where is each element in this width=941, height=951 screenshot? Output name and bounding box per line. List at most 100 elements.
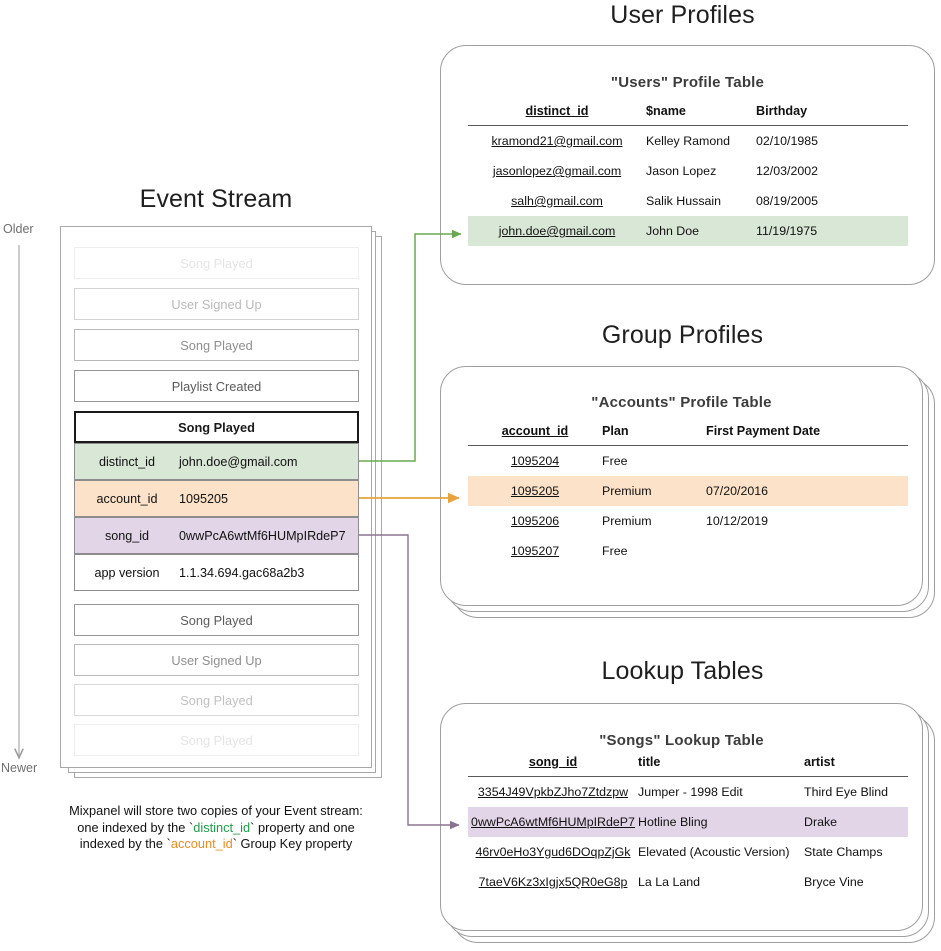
event-row[interactable]: Song Played — [74, 724, 359, 756]
property-value: 0wwPcA6wtMf6HUMpIRdeP7 — [179, 528, 346, 543]
caption-text: ` property and one — [250, 819, 355, 835]
songs-table: song_id title artist 3354J49VpkbZJho7Ztd… — [468, 755, 908, 897]
cell-artist: Bryce Vine — [804, 875, 864, 889]
column-header-plan: Plan — [602, 424, 629, 438]
table-row[interactable]: 46rv0eHo3Ygud6DOqpZjGk Elevated (Acousti… — [468, 837, 908, 867]
event-row[interactable]: Song Played — [74, 247, 359, 279]
table-row-highlighted[interactable]: john.doe@gmail.com John Doe 11/19/1975 — [468, 216, 908, 246]
property-value: john.doe@gmail.com — [179, 454, 298, 469]
cell-title: La La Land — [638, 875, 701, 889]
accounts-table-title: "Accounts" Profile Table — [591, 394, 772, 411]
users-table-title: "Users" Profile Table — [610, 74, 765, 91]
event-row[interactable]: User Signed Up — [74, 644, 359, 676]
user-profiles-title: User Profiles — [610, 1, 755, 29]
cell-distinct-id: john.doe@gmail.com — [468, 216, 646, 246]
cell-title: Jumper - 1998 Edit — [638, 785, 743, 799]
column-header-name: $name — [646, 104, 686, 118]
cell-title: Hotline Bling — [638, 807, 804, 837]
caption-text: one indexed by the ` — [77, 819, 194, 835]
time-axis-older-label: Older — [3, 222, 34, 236]
event-stream-title: Event Stream — [139, 185, 293, 213]
property-key: app version — [94, 565, 160, 580]
event-property-song-id[interactable]: song_id 0wwPcA6wtMf6HUMpIRdeP7 — [74, 517, 359, 554]
lookup-tables-title: Lookup Tables — [601, 657, 764, 685]
caption-text: ` Group Key property — [232, 836, 353, 851]
cell-account-id: 1095207 — [510, 544, 560, 558]
cell-plan: Free — [602, 454, 628, 468]
column-header-account-id: account_id — [501, 424, 569, 438]
event-row[interactable]: Song Played — [74, 684, 359, 716]
cell-name: Jason Lopez — [646, 164, 717, 178]
users-table: distinct_id $name Birthday kramond21@gma… — [468, 104, 908, 246]
property-key: distinct_id — [98, 454, 155, 469]
songs-table-title: "Songs" Lookup Table — [599, 732, 764, 749]
cell-song-id: 0wwPcA6wtMf6HUMpIRdeP7 — [468, 807, 638, 837]
caption-line-2: one indexed by the `distinct_id` propert… — [36, 820, 396, 837]
table-row[interactable]: salh@gmail.com Salik Hussain 08/19/2005 — [468, 186, 908, 216]
cell-account-id: 1095206 — [510, 514, 560, 528]
event-property-distinct-id[interactable]: distinct_id john.doe@gmail.com — [74, 443, 359, 480]
cell-song-id: 46rv0eHo3Ygud6DOqpZjGk — [475, 845, 631, 859]
cell-distinct-id: kramond21@gmail.com — [491, 134, 623, 148]
caption-line-1: Mixpanel will store two copies of your E… — [69, 803, 363, 818]
cell-name: John Doe — [646, 216, 756, 246]
table-row-highlighted[interactable]: 0wwPcA6wtMf6HUMpIRdeP7 Hotline Bling Dra… — [468, 807, 908, 837]
cell-name: Salik Hussain — [646, 194, 722, 208]
table-row[interactable]: jasonlopez@gmail.com Jason Lopez 12/03/2… — [468, 156, 908, 186]
cell-birthday: 02/10/1985 — [756, 134, 819, 148]
cell-song-id: 7taeV6Kz3xIgjx5QR0eG8p — [478, 875, 628, 889]
property-value: 1095205 — [179, 491, 229, 506]
table-row[interactable]: 7taeV6Kz3xIgjx5QR0eG8p La La Land Bryce … — [468, 867, 908, 897]
cell-first-payment-date — [706, 536, 908, 566]
caption-line-3: indexed by the `account_id` Group Key pr… — [36, 836, 396, 853]
column-header-first-payment-date: First Payment Date — [706, 424, 821, 438]
cell-account-id: 1095204 — [510, 454, 560, 468]
caption-distinct-id-token: distinct_id — [193, 819, 251, 835]
cell-first-payment-date — [706, 446, 908, 477]
event-row[interactable]: Song Played — [74, 604, 359, 636]
property-key: song_id — [104, 528, 150, 543]
table-row-highlighted[interactable]: 1095205 Premium 07/20/2016 — [468, 476, 908, 506]
table-row[interactable]: 1095206 Premium 10/12/2019 — [468, 506, 908, 536]
cell-distinct-id: salh@gmail.com — [511, 194, 603, 208]
cell-artist: State Champs — [804, 845, 883, 859]
cell-birthday: 12/03/2002 — [756, 164, 819, 178]
cell-distinct-id: jasonlopez@gmail.com — [492, 164, 622, 178]
event-property-account-id[interactable]: account_id 1095205 — [74, 480, 359, 517]
cell-song-id: 3354J49VpkbZJho7Ztdzpw — [477, 785, 629, 799]
cell-title: Elevated (Acoustic Version) — [638, 845, 790, 859]
event-property-app-version[interactable]: app version 1.1.34.694.gac68a2b3 — [74, 554, 359, 591]
cell-account-id: 1095205 — [468, 476, 602, 506]
cell-birthday: 08/19/2005 — [756, 194, 819, 208]
table-row[interactable]: 1095204 Free — [468, 446, 908, 477]
cell-plan: Premium — [602, 476, 706, 506]
event-row[interactable]: User Signed Up — [74, 288, 359, 320]
event-row[interactable]: Playlist Created — [74, 370, 359, 402]
cell-name: Kelley Ramond — [646, 134, 731, 148]
event-row[interactable]: Song Played — [74, 329, 359, 361]
column-header-title: title — [638, 755, 661, 769]
table-header-row: distinct_id $name Birthday — [468, 104, 908, 126]
accounts-table: account_id Plan First Payment Date 10952… — [468, 424, 908, 566]
cell-plan: Free — [602, 544, 628, 558]
event-stream-caption: Mixpanel will store two copies of your E… — [36, 803, 396, 853]
cell-artist: Drake — [804, 807, 908, 837]
column-header-distinct-id: distinct_id — [525, 104, 589, 118]
time-axis-newer-label: Newer — [1, 761, 38, 775]
table-header-row: account_id Plan First Payment Date — [468, 424, 908, 446]
caption-text: indexed by the ` — [79, 836, 171, 851]
group-profiles-title: Group Profiles — [601, 321, 764, 349]
cell-birthday: 11/19/1975 — [756, 216, 908, 246]
cell-first-payment-date: 07/20/2016 — [706, 476, 908, 506]
selected-event-header[interactable]: Song Played — [74, 411, 359, 443]
column-header-artist: artist — [804, 755, 835, 769]
table-row[interactable]: kramond21@gmail.com Kelley Ramond 02/10/… — [468, 126, 908, 157]
table-row[interactable]: 3354J49VpkbZJho7Ztdzpw Jumper - 1998 Edi… — [468, 777, 908, 808]
table-header-row: song_id title artist — [468, 755, 908, 777]
caption-account-id-token: account_id — [170, 836, 233, 851]
cell-plan: Premium — [602, 514, 652, 528]
cell-first-payment-date: 10/12/2019 — [706, 514, 769, 528]
table-row[interactable]: 1095207 Free — [468, 536, 908, 566]
cell-artist: Third Eye Blind — [804, 785, 889, 799]
property-key: account_id — [96, 491, 158, 506]
